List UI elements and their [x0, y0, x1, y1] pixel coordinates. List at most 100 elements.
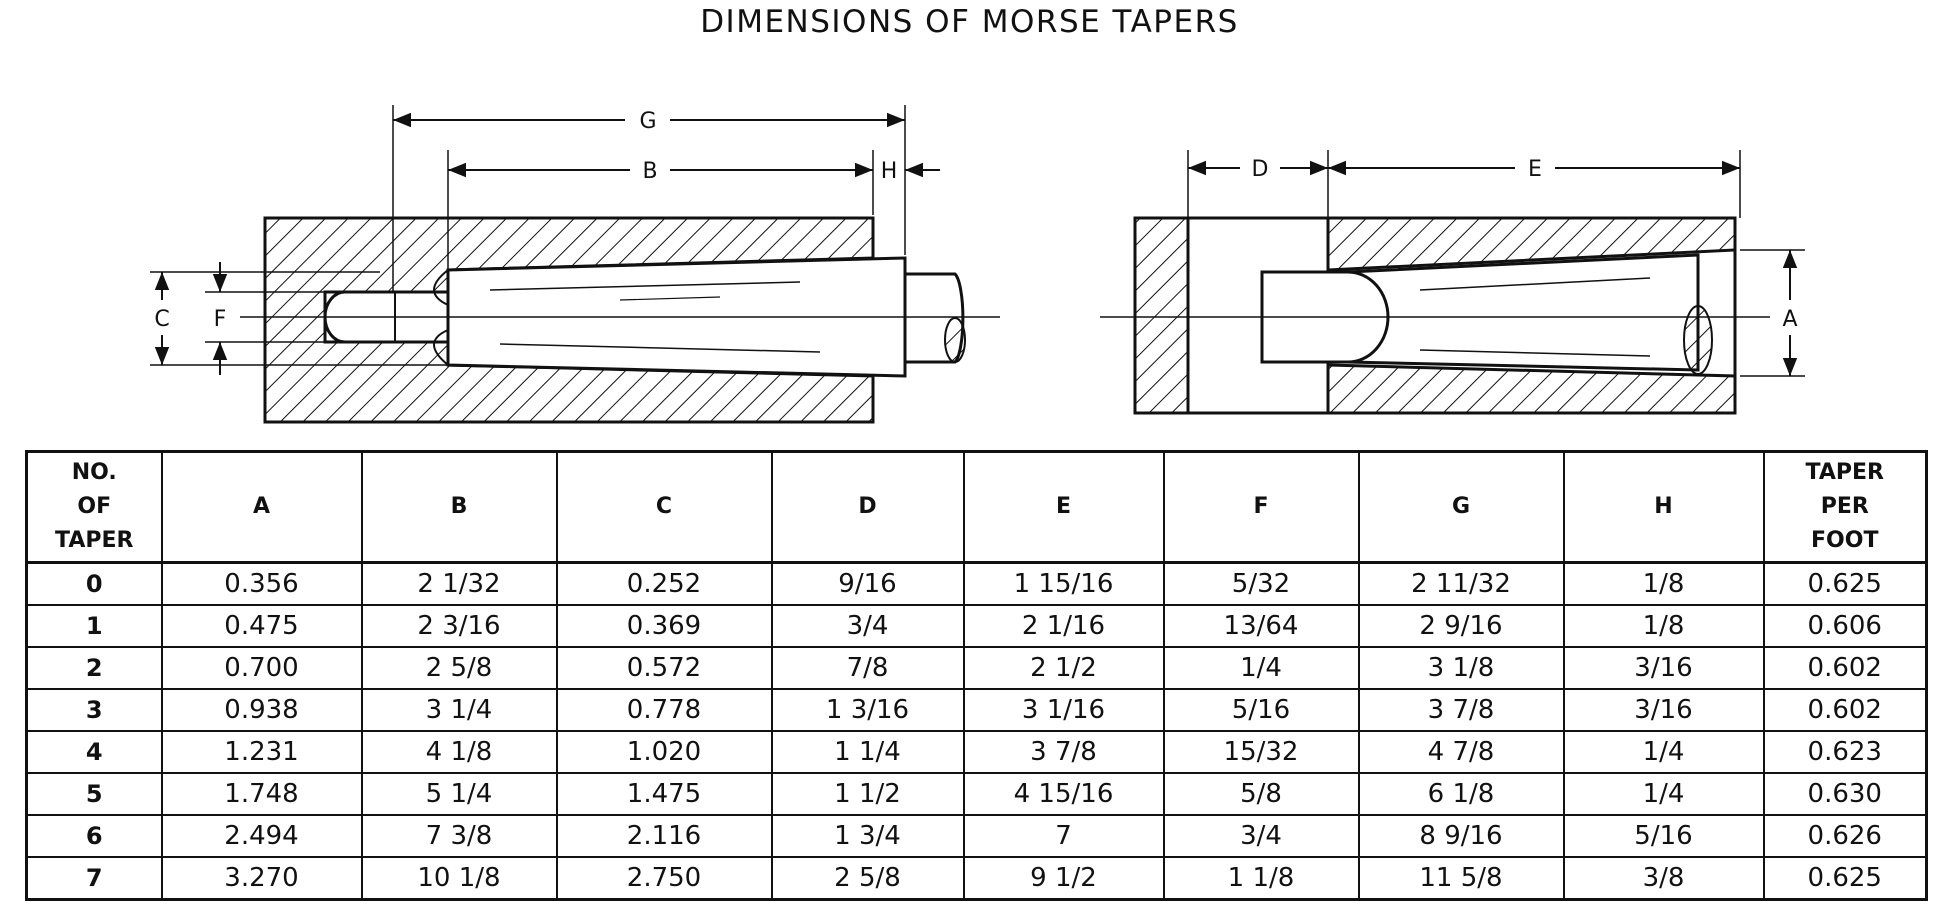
- cell-d: 2 5/8: [770, 857, 965, 901]
- cell-tpf: 0.630: [1762, 773, 1928, 816]
- cell-b: 10 1/8: [360, 857, 558, 901]
- cell-b: 2 3/16: [360, 605, 558, 648]
- cell-f: 3/4: [1162, 815, 1360, 858]
- cell-tpf: 0.626: [1762, 815, 1928, 858]
- left-diagram: G B H C F: [150, 105, 1000, 424]
- header-e: E: [962, 451, 1165, 564]
- header-a: A: [160, 451, 363, 564]
- cell-tpf: 0.606: [1762, 605, 1928, 648]
- cell-c: 2.750: [555, 857, 773, 901]
- label-f: F: [214, 307, 227, 332]
- cell-h: 3/16: [1562, 647, 1765, 690]
- morse-taper-table-wrap: NO. OF TAPER A B C D E F G H TAPER PER F…: [25, 450, 1928, 901]
- label-a: A: [1782, 307, 1797, 332]
- cell-c: 0.252: [555, 562, 773, 606]
- header-b: B: [360, 451, 558, 564]
- cell-h: 3/16: [1562, 689, 1765, 732]
- right-lower-wall: [1326, 363, 1737, 415]
- header-taper-per-foot: TAPER PER FOOT: [1762, 451, 1928, 564]
- label-b: B: [642, 159, 657, 184]
- cell-d: 9/16: [770, 562, 965, 606]
- label-d: D: [1252, 157, 1269, 182]
- cell-c: 0.778: [555, 689, 773, 732]
- cell-g: 3 7/8: [1357, 689, 1565, 732]
- cell-d: 1 1/2: [770, 773, 965, 816]
- cell-g: 6 1/8: [1357, 773, 1565, 816]
- cell-g: 11 5/8: [1357, 857, 1565, 901]
- cell-h: 1/8: [1562, 605, 1765, 648]
- page-title: DIMENSIONS OF MORSE TAPERS: [700, 4, 1239, 40]
- cell-e: 4 15/16: [962, 773, 1165, 816]
- cell-c: 1.475: [555, 773, 773, 816]
- cell-h: 1/4: [1562, 731, 1765, 774]
- cell-a: 0.475: [160, 605, 363, 648]
- cell-b: 2 5/8: [360, 647, 558, 690]
- label-h: H: [881, 159, 898, 184]
- cell-d: 1 3/16: [770, 689, 965, 732]
- cell-e: 9 1/2: [962, 857, 1165, 901]
- header-g: G: [1357, 451, 1565, 564]
- cell-b: 5 1/4: [360, 773, 558, 816]
- cell-a: 2.494: [160, 815, 363, 858]
- cell-f: 5/16: [1162, 689, 1360, 732]
- cell-c: 0.369: [555, 605, 773, 648]
- cell-g: 4 7/8: [1357, 731, 1565, 774]
- cell-d: 1 1/4: [770, 731, 965, 774]
- cell-h: 1/8: [1562, 562, 1765, 606]
- cell-no: 7: [25, 857, 163, 901]
- cell-g: 2 11/32: [1357, 562, 1565, 606]
- morse-taper-table: NO. OF TAPER A B C D E F G H TAPER PER F…: [25, 450, 1928, 901]
- cell-h: 3/8: [1562, 857, 1765, 901]
- label-g: G: [639, 109, 656, 134]
- cell-b: 2 1/32: [360, 562, 558, 606]
- label-c: C: [154, 307, 169, 332]
- cell-c: 0.572: [555, 647, 773, 690]
- table-header-row: NO. OF TAPER A B C D E F G H TAPER PER F…: [25, 451, 1928, 564]
- header-f: F: [1162, 451, 1360, 564]
- taper-diagrams: G B H C F: [150, 105, 1805, 424]
- cell-e: 2 1/16: [962, 605, 1165, 648]
- cell-d: 3/4: [770, 605, 965, 648]
- cell-f: 15/32: [1162, 731, 1360, 774]
- cell-tpf: 0.602: [1762, 647, 1928, 690]
- cell-a: 3.270: [160, 857, 363, 901]
- cell-e: 1 15/16: [962, 562, 1165, 606]
- cell-g: 8 9/16: [1357, 815, 1565, 858]
- cell-f: 5/32: [1162, 562, 1360, 606]
- cell-h: 1/4: [1562, 773, 1765, 816]
- cell-f: 1 1/8: [1162, 857, 1360, 901]
- cell-f: 1/4: [1162, 647, 1360, 690]
- cell-e: 3 1/16: [962, 689, 1165, 732]
- cell-d: 7/8: [770, 647, 965, 690]
- cell-g: 3 1/8: [1357, 647, 1565, 690]
- cell-c: 1.020: [555, 731, 773, 774]
- cell-no: 0: [25, 562, 163, 606]
- cell-a: 0.700: [160, 647, 363, 690]
- cell-no: 6: [25, 815, 163, 858]
- cell-g: 2 9/16: [1357, 605, 1565, 648]
- cell-e: 7: [962, 815, 1165, 858]
- cell-no: 2: [25, 647, 163, 690]
- right-diagram: D E A: [1100, 150, 1805, 415]
- header-h: H: [1562, 451, 1765, 564]
- cell-no: 1: [25, 605, 163, 648]
- cell-e: 3 7/8: [962, 731, 1165, 774]
- cell-h: 5/16: [1562, 815, 1765, 858]
- cell-b: 3 1/4: [360, 689, 558, 732]
- header-d: D: [770, 451, 965, 564]
- cell-f: 5/8: [1162, 773, 1360, 816]
- cell-tpf: 0.623: [1762, 731, 1928, 774]
- cell-e: 2 1/2: [962, 647, 1165, 690]
- cell-a: 1.231: [160, 731, 363, 774]
- cell-tpf: 0.625: [1762, 857, 1928, 901]
- cell-tpf: 0.625: [1762, 562, 1928, 606]
